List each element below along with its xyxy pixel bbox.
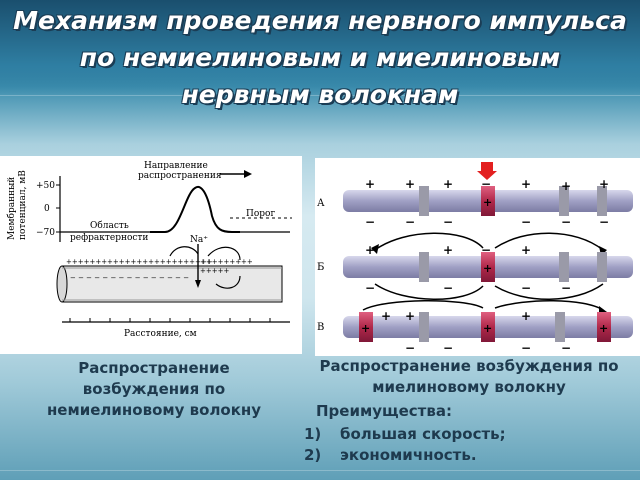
arrow-right-icon bbox=[244, 170, 252, 178]
direction-label-1: Направление bbox=[144, 161, 208, 171]
ylabel-1: Мембранный bbox=[6, 177, 17, 240]
svg-text:−: − bbox=[521, 215, 531, 229]
row-label-a: А bbox=[317, 198, 325, 209]
svg-text:−: − bbox=[599, 215, 609, 229]
title-line-2: по немиелиновым и миелиновым bbox=[79, 43, 561, 72]
threshold-label: Порог bbox=[246, 209, 275, 219]
svg-text:−: − bbox=[405, 341, 415, 355]
svg-text:−: − bbox=[443, 341, 453, 355]
caption-left-line-3: немиелиновому волокну bbox=[46, 401, 262, 419]
myelinated-figure: А + + + − + + + − − − + − − − Б bbox=[315, 158, 640, 356]
advantage-text: экономичность. bbox=[340, 446, 477, 464]
svg-text:+: + bbox=[521, 243, 531, 257]
refractory-label-1: Область bbox=[90, 220, 129, 231]
unmyelinated-figure: Мембранный потенциал, мВ +50 0 −70 Порог… bbox=[0, 156, 302, 354]
header-band bbox=[0, 0, 640, 95]
svg-text:−: − bbox=[481, 243, 491, 257]
svg-text:+: + bbox=[483, 322, 492, 335]
divider bbox=[0, 470, 640, 471]
advantage-item: 2) экономичность. bbox=[304, 445, 506, 466]
svg-text:−: − bbox=[405, 215, 415, 229]
membrane-charges-inner: − − − − − − − − − − − − − − − bbox=[70, 274, 189, 282]
svg-text:+: + bbox=[361, 322, 370, 335]
svg-text:−: − bbox=[443, 281, 453, 295]
svg-text:−: − bbox=[561, 215, 571, 229]
caption-myelinated: Распространение возбуждения по миелиново… bbox=[298, 356, 640, 398]
advantage-item: 1) большая скорость; bbox=[304, 424, 506, 445]
svg-text:+: + bbox=[599, 322, 608, 335]
svg-text:−: − bbox=[365, 215, 375, 229]
caption-right-line-1: Распространение возбуждения по bbox=[319, 357, 619, 375]
svg-text:+: + bbox=[405, 309, 415, 323]
svg-text:+++++++++: +++++++++ bbox=[200, 258, 253, 266]
advantage-number: 1) bbox=[304, 425, 322, 443]
action-potential-curve bbox=[150, 185, 240, 233]
svg-text:+: + bbox=[521, 309, 531, 323]
ion-label: Na⁺ bbox=[190, 235, 208, 245]
svg-text:+: + bbox=[599, 177, 609, 191]
slide-title: Механизм проведения нервного импульса по… bbox=[0, 2, 640, 113]
svg-text:+: + bbox=[381, 309, 391, 323]
svg-text:−: − bbox=[481, 177, 491, 191]
direction-label-2: распространения bbox=[138, 171, 222, 181]
arrow-down-icon bbox=[195, 280, 201, 288]
svg-text:−: − bbox=[521, 341, 531, 355]
svg-text:+: + bbox=[443, 243, 453, 257]
advantages-list: 1) большая скорость; 2) экономичность. bbox=[304, 424, 506, 466]
unmyelinated-diagram: Мембранный потенциал, мВ +50 0 −70 Порог… bbox=[6, 161, 292, 339]
myelinated-diagram: А + + + − + + + − − − + − − − Б bbox=[317, 162, 633, 355]
row-label-c: В bbox=[317, 322, 324, 333]
caption-left-line-1: Распространение bbox=[78, 359, 230, 377]
stimulus-marker bbox=[481, 162, 493, 172]
fiber-row-b: + + − + − − + − − bbox=[343, 232, 633, 300]
advantages-heading: Преимущества: bbox=[316, 402, 452, 420]
tick-plus50: +50 bbox=[36, 181, 55, 191]
svg-text:+: + bbox=[365, 243, 375, 257]
svg-text:+++++: +++++ bbox=[200, 267, 229, 275]
title-line-1: Механизм проведения нервного импульса bbox=[13, 6, 627, 35]
tick-minus70: −70 bbox=[36, 228, 55, 238]
svg-text:−: − bbox=[365, 281, 375, 295]
caption-left-line-2: возбуждения по bbox=[82, 380, 226, 398]
svg-text:+: + bbox=[443, 177, 453, 191]
svg-text:−: − bbox=[443, 215, 453, 229]
membrane-charges-outer: +++++++++++++++++++++++++ bbox=[66, 258, 213, 266]
svg-text:−: − bbox=[521, 281, 531, 295]
xlabel: Расстояние, см bbox=[124, 329, 197, 339]
svg-text:−: − bbox=[561, 281, 571, 295]
refractory-label-2: рефрактерности bbox=[70, 233, 148, 243]
svg-text:+: + bbox=[483, 196, 492, 209]
svg-text:+: + bbox=[405, 177, 415, 191]
svg-text:+: + bbox=[365, 177, 375, 191]
caption-right-line-2: миелиновому волокну bbox=[372, 378, 566, 396]
svg-text:+: + bbox=[561, 179, 571, 193]
fiber-row-a: + + + − + + + − − − + − − − bbox=[343, 177, 633, 229]
ylabel-2: потенциал, мВ bbox=[18, 170, 28, 240]
row-label-b: Б bbox=[317, 262, 324, 273]
caption-unmyelinated: Распространение возбуждения по немиелино… bbox=[16, 358, 292, 421]
divider bbox=[0, 95, 640, 96]
tick-zero: 0 bbox=[44, 204, 50, 214]
svg-text:+: + bbox=[483, 262, 492, 275]
title-line-3: нервным волокнам bbox=[181, 80, 459, 109]
svg-text:+: + bbox=[521, 177, 531, 191]
advantage-number: 2) bbox=[304, 446, 322, 464]
fiber-row-c: + + + + + + − − − − bbox=[343, 299, 633, 355]
svg-text:−: − bbox=[561, 341, 571, 355]
advantage-text: большая скорость; bbox=[340, 425, 506, 443]
